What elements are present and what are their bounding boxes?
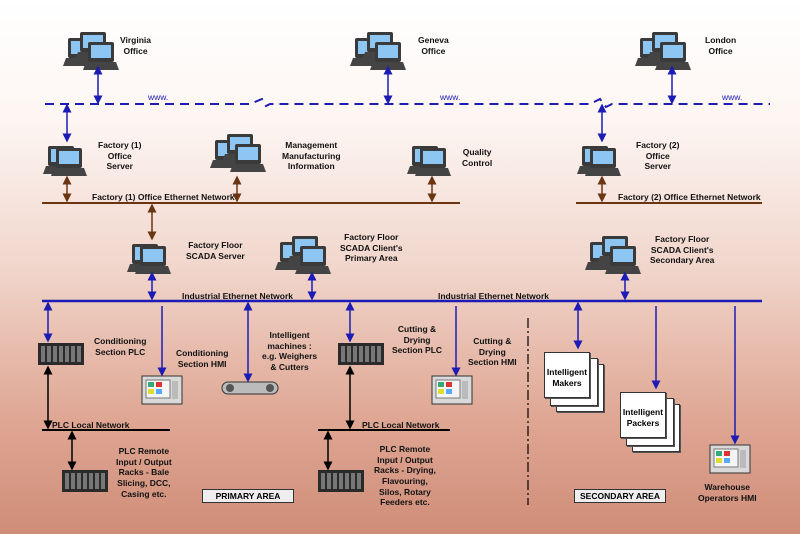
intelligent-makers-label: Intelligent Makers — [544, 352, 590, 398]
virginia-office-label: Virginia Office — [120, 35, 152, 56]
conditioning-plc-icon — [38, 343, 84, 365]
drying-hmi-label: Cutting & Drying Section HMI — [468, 336, 517, 368]
scada-primary-label: Factory Floor SCADA Client's Primary Are… — [340, 232, 403, 264]
mmi-pc-icon — [210, 134, 266, 172]
virginia-office-pc-icon — [63, 32, 119, 70]
conditioning-hmi-icon — [141, 375, 183, 405]
mmi-label: Management Manufacturing Information — [282, 140, 341, 172]
www-label-3: www. — [722, 92, 743, 102]
secondary-area-label: SECONDARY AREA — [574, 489, 666, 503]
industrial-network-label-2: Industrial Ethernet Network — [438, 291, 549, 301]
scada-primary-client-icon — [275, 236, 331, 274]
scada-server-icon — [127, 244, 171, 274]
intelligent-machines-label: Intelligent machines : e.g. Weighers & C… — [262, 330, 318, 372]
scada-secondary-label: Factory Floor SCADA Client's Secondary A… — [650, 234, 715, 266]
drying-remote-racks-label: PLC Remote Input / Output Racks - Drying… — [374, 444, 436, 508]
drying-plc-icon — [338, 343, 384, 365]
geneva-office-label: Geneva Office — [418, 35, 449, 56]
warehouse-hmi-label: Warehouse Operators HMI — [698, 482, 757, 503]
factory1-server-icon — [43, 146, 87, 176]
london-office-pc-icon — [635, 32, 691, 70]
primary-remote-racks-icon — [62, 470, 108, 492]
primary-remote-racks-label: PLC Remote Input / Output Racks - Bale S… — [116, 446, 172, 499]
conveyor-icon — [221, 381, 279, 395]
primary-area-label: PRIMARY AREA — [202, 489, 294, 503]
conditioning-hmi-label: Conditioning Section HMI — [176, 348, 229, 369]
primary-plc-local-label: PLC Local Network — [52, 420, 130, 430]
industrial-network-label-1: Industrial Ethernet Network — [182, 291, 293, 301]
scada-server-label: Factory Floor SCADA Server — [186, 240, 245, 261]
factory1-network-label: Factory (1) Office Ethernet Network — [92, 192, 235, 202]
london-office-label: London Office — [705, 35, 737, 56]
drying-plc-local-label: PLC Local Network — [362, 420, 440, 430]
factory2-server-icon — [577, 146, 621, 176]
factory2-network-label: Factory (2) Office Ethernet Network — [618, 192, 761, 202]
quality-control-pc-icon — [407, 146, 451, 176]
intelligent-packers-label: Intelligent Packers — [620, 392, 666, 438]
geneva-office-pc-icon — [350, 32, 406, 70]
quality-control-label: Quality Control — [462, 147, 493, 168]
factory2-server-label: Factory (2) Office Server — [636, 140, 680, 172]
warehouse-hmi-icon — [709, 444, 751, 474]
www-label-1: www. — [148, 92, 169, 102]
factory1-server-label: Factory (1) Office Server — [98, 140, 142, 172]
conditioning-plc-label: Conditioning Section PLC — [94, 336, 147, 357]
drying-remote-racks-icon — [318, 470, 364, 492]
scada-secondary-client-icon — [585, 236, 641, 274]
drying-hmi-icon — [431, 375, 473, 405]
drying-plc-label: Cutting & Drying Section PLC — [392, 324, 443, 356]
www-label-2: www. — [440, 92, 461, 102]
